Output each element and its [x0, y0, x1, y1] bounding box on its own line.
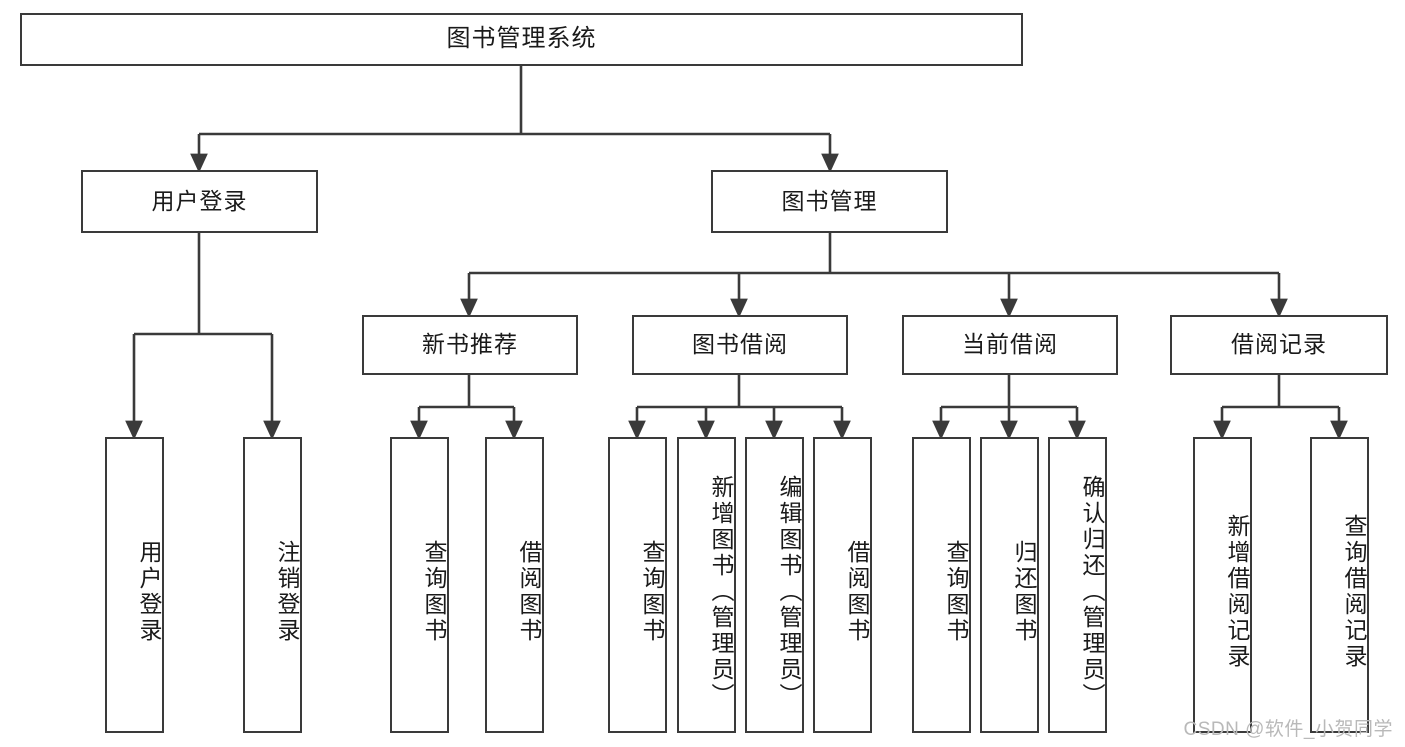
leaf-current-borrow-confirm-return[interactable]: 确认归还（管理员） — [1048, 437, 1107, 733]
csdn-watermark: CSDN @软件_小贺同学 — [1183, 719, 1393, 740]
node-user-login[interactable]: 用户登录 — [81, 170, 318, 233]
node-book-borrow[interactable]: 图书借阅 — [632, 315, 848, 375]
leaf-book-borrow-add[interactable]: 新增图书（管理员） — [677, 437, 736, 733]
node-label: 借阅图书 — [844, 540, 870, 644]
leaf-new-book-borrow[interactable]: 借阅图书 — [485, 437, 544, 733]
node-label: 编辑图书（管理员） — [776, 475, 802, 709]
leaf-borrow-record-add[interactable]: 新增借阅记录 — [1193, 437, 1252, 733]
node-label: 查询图书 — [421, 540, 447, 644]
leaf-book-borrow-query[interactable]: 查询图书 — [608, 437, 667, 733]
leaf-borrow-record-query[interactable]: 查询借阅记录 — [1310, 437, 1369, 733]
leaf-user-login-login[interactable]: 用户登录 — [105, 437, 164, 733]
node-root-system[interactable]: 图书管理系统 — [20, 13, 1023, 66]
node-label: 确认归还（管理员） — [1079, 475, 1105, 709]
node-label: 新增图书（管理员） — [708, 475, 734, 709]
node-label: 图书借阅 — [692, 331, 788, 358]
node-current-borrow[interactable]: 当前借阅 — [902, 315, 1118, 375]
leaf-book-borrow-borrow[interactable]: 借阅图书 — [813, 437, 872, 733]
node-book-management[interactable]: 图书管理 — [711, 170, 948, 233]
node-label: 当前借阅 — [962, 331, 1058, 358]
node-label: 归还图书 — [1011, 540, 1037, 644]
node-new-book-recommend[interactable]: 新书推荐 — [362, 315, 578, 375]
node-borrow-record[interactable]: 借阅记录 — [1170, 315, 1388, 375]
leaf-new-book-query[interactable]: 查询图书 — [390, 437, 449, 733]
node-label: 用户登录 — [136, 540, 162, 644]
node-label: 借阅图书 — [516, 540, 542, 644]
node-label: 图书管理 — [781, 187, 878, 214]
leaf-current-borrow-query[interactable]: 查询图书 — [912, 437, 971, 733]
leaf-book-borrow-edit[interactable]: 编辑图书（管理员） — [745, 437, 804, 733]
leaf-current-borrow-return[interactable]: 归还图书 — [980, 437, 1039, 733]
node-label: 查询图书 — [639, 540, 665, 644]
node-label: 借阅记录 — [1231, 331, 1327, 358]
node-label: 新书推荐 — [422, 331, 518, 358]
node-label: 用户登录 — [151, 187, 248, 214]
node-label: 注销登录 — [274, 540, 300, 644]
leaf-user-login-logout[interactable]: 注销登录 — [243, 437, 302, 733]
node-label: 查询图书 — [943, 540, 969, 644]
node-label: 查询借阅记录 — [1341, 514, 1367, 670]
node-label: 新增借阅记录 — [1224, 514, 1250, 670]
node-label: 图书管理系统 — [446, 25, 597, 53]
